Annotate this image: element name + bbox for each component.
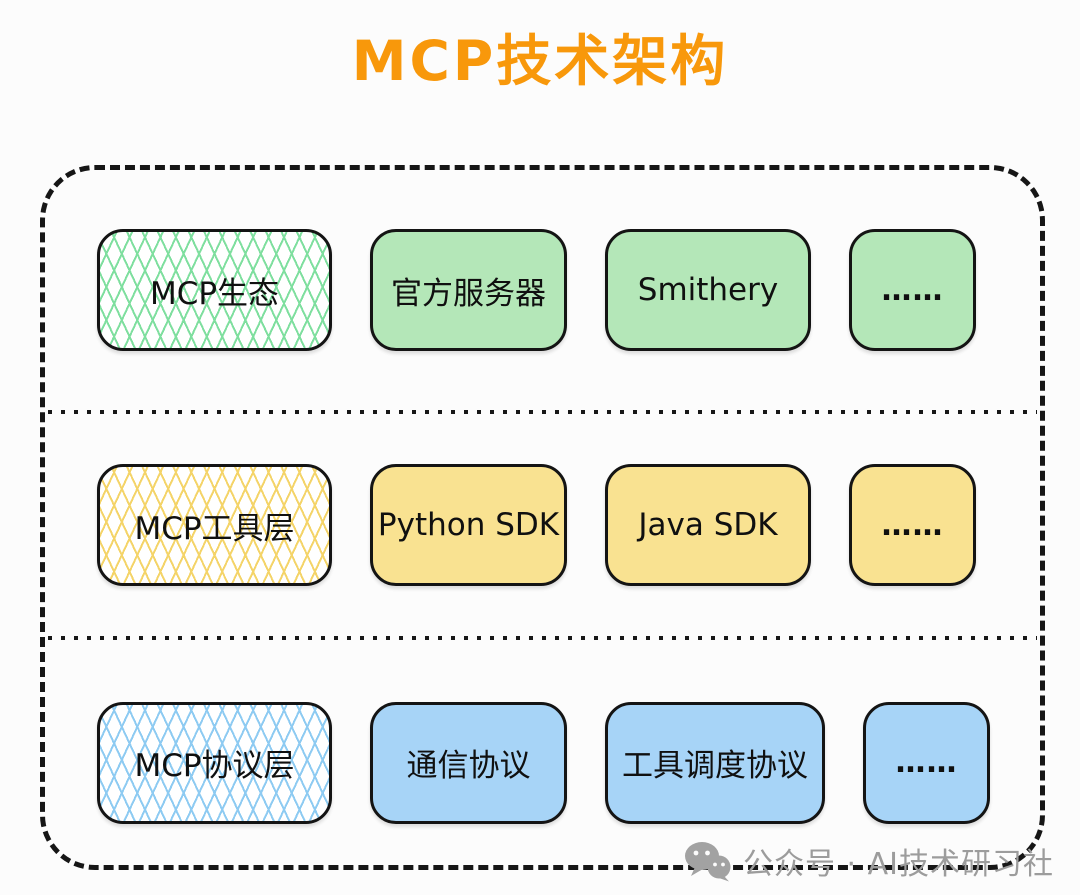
layer-label: MCP工具层 [134, 510, 295, 547]
box-official-server: 官方服务器 [370, 229, 567, 351]
box-protocol-more: …… [863, 701, 990, 824]
layer-label: MCP协议层 [134, 748, 295, 784]
box-label: 工具调度协议 [622, 748, 808, 784]
ellipsis-label: …… [881, 507, 944, 543]
architecture-container: MCP生态 官方服务器 Smithery …… MCP工具层 Python SD… [40, 165, 1045, 870]
layer-protocol: MCP协议层 通信协议 工具调度协议 …… [45, 640, 1040, 865]
ellipsis-label: …… [881, 272, 944, 308]
layer-ecosystem: MCP生态 官方服务器 Smithery …… [45, 170, 1040, 410]
box-ecosystem-more: …… [849, 229, 976, 351]
layer-label-box-ecosystem: MCP生态 [97, 229, 332, 351]
wechat-icon [683, 840, 733, 882]
layer-label: MCP生态 [149, 275, 280, 312]
layer-label-box-protocol: MCP协议层 [97, 701, 332, 824]
page-title: MCP技术架构 [351, 29, 729, 93]
box-python-sdk: Python SDK [370, 464, 567, 586]
dotted-divider-bottom [48, 636, 1037, 640]
watermark: 公众号 · AI技术研习社 [683, 839, 1054, 883]
ellipsis-label: …… [895, 745, 958, 780]
box-tools-more: …… [849, 464, 976, 586]
box-label: 通信协议 [406, 748, 531, 784]
box-tool-dispatch-protocol: 工具调度协议 [605, 701, 825, 824]
watermark-text: 公众号 · AI技术研习社 [743, 847, 1054, 882]
box-label: 官方服务器 [391, 275, 546, 312]
box-label: Java SDK [638, 507, 778, 543]
box-label: Python SDK [377, 507, 560, 543]
box-communication-protocol: 通信协议 [370, 701, 567, 824]
box-java-sdk: Java SDK [605, 464, 811, 586]
dotted-divider-top [48, 410, 1037, 414]
layer-label-box-tools: MCP工具层 [97, 464, 332, 586]
box-smithery: Smithery [605, 229, 811, 351]
box-label: Smithery [637, 272, 779, 308]
layer-tools: MCP工具层 Python SDK Java SDK …… [45, 414, 1040, 636]
